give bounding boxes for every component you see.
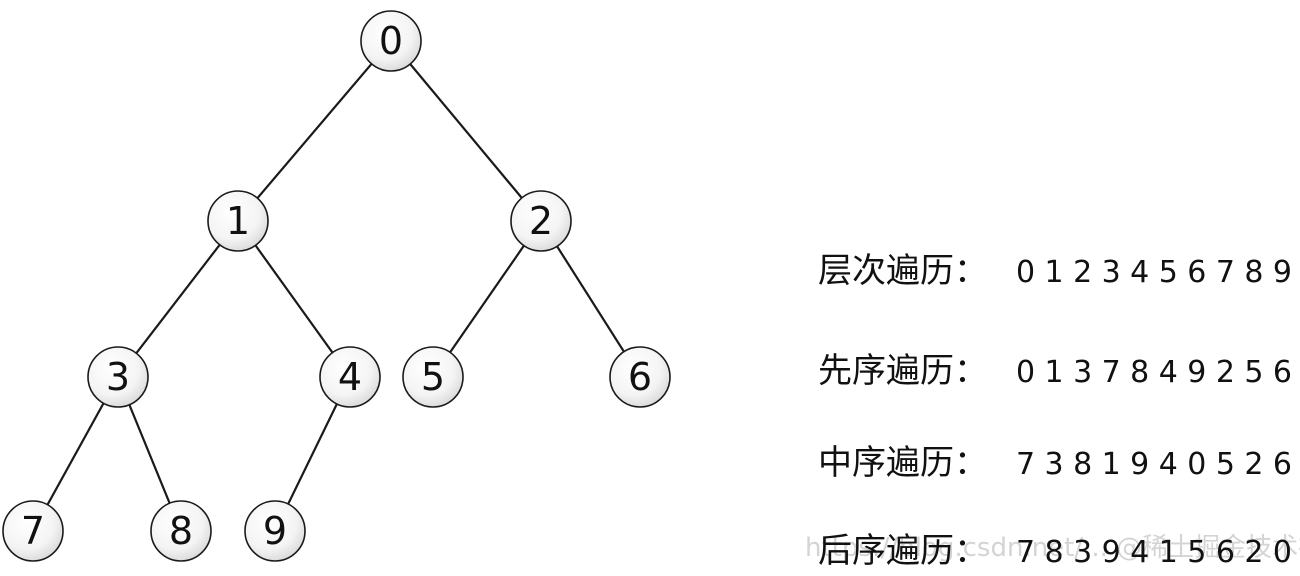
tree-node-label: 6 xyxy=(628,355,652,399)
tree-node-label: 1 xyxy=(226,199,250,243)
tree-edge-0-2 xyxy=(390,40,542,222)
tree-nodes: 0 1 2 3 4 5 6 7 8 9 xyxy=(2,10,671,562)
tree-node-7: 7 xyxy=(2,500,64,562)
tree-node-label: 2 xyxy=(529,199,553,243)
traversal-sequence: 0 1 2 3 4 5 6 7 8 9 xyxy=(1016,255,1296,290)
tree-node-label: 4 xyxy=(338,355,362,399)
tree-node-4: 4 xyxy=(319,346,381,408)
tree-node-circle xyxy=(319,346,381,408)
tree-node-circle xyxy=(609,346,671,408)
traversal-sequence: 7 8 3 9 4 1 5 6 2 0 xyxy=(1016,535,1296,570)
traversal-title: 先序遍历： xyxy=(818,351,988,391)
tree-edges xyxy=(32,40,641,532)
tree-node-circle xyxy=(360,10,422,72)
tree-edge-1-3 xyxy=(117,220,239,378)
tree-edge-1-4 xyxy=(237,220,351,378)
traversal-sequence: 7 3 8 1 9 4 0 5 2 6 xyxy=(1016,447,1296,482)
traversal-row-postorder: 后序遍历： 7 8 3 9 4 1 5 6 2 0 xyxy=(818,531,1296,571)
traversal-row-level: 层次遍历： 0 1 2 3 4 5 6 7 8 9 xyxy=(818,251,1296,291)
traversal-title: 中序遍历： xyxy=(818,443,988,483)
traversal-row-inorder: 中序遍历： 7 3 8 1 9 4 0 5 2 6 xyxy=(818,443,1296,483)
tree-node-label: 7 xyxy=(21,509,45,553)
tree-node-circle xyxy=(510,190,572,252)
tree-node-label: 9 xyxy=(263,509,287,553)
tree-node-9: 9 xyxy=(244,500,306,562)
tree-node-circle xyxy=(87,346,149,408)
tree-edge-0-1 xyxy=(237,40,392,222)
tree-node-1: 1 xyxy=(207,190,269,252)
traversal-sequence: 0 1 3 7 8 4 9 2 5 6 xyxy=(1016,355,1296,390)
tree-edge-2-5 xyxy=(432,220,542,378)
traversal-title: 层次遍历： xyxy=(818,251,988,291)
traversal-title: 后序遍历： xyxy=(818,531,988,571)
tree-node-label: 8 xyxy=(169,509,193,553)
tree-node-2: 2 xyxy=(510,190,572,252)
tree-node-6: 6 xyxy=(609,346,671,408)
tree-node-3: 3 xyxy=(87,346,149,408)
tree-node-8: 8 xyxy=(150,500,212,562)
tree-node-5: 5 xyxy=(402,346,464,408)
tree-node-circle xyxy=(150,500,212,562)
tree-node-circle xyxy=(2,500,64,562)
traversal-row-preorder: 先序遍历： 0 1 3 7 8 4 9 2 5 6 xyxy=(818,351,1296,391)
watermark-text: https://blog.csdn.net/... @稀土掘金技术社区 xyxy=(805,533,1300,563)
tree-node-circle xyxy=(207,190,269,252)
tree-node-label: 0 xyxy=(379,19,403,63)
traversal-list: https://blog.csdn.net/... @稀土掘金技术社区 层次遍历：… xyxy=(805,251,1300,571)
tree-node-circle xyxy=(402,346,464,408)
tree-node-label: 3 xyxy=(106,355,130,399)
tree-node-circle xyxy=(244,500,306,562)
tree-node-label: 5 xyxy=(421,355,445,399)
tree-node-0: 0 xyxy=(360,10,422,72)
